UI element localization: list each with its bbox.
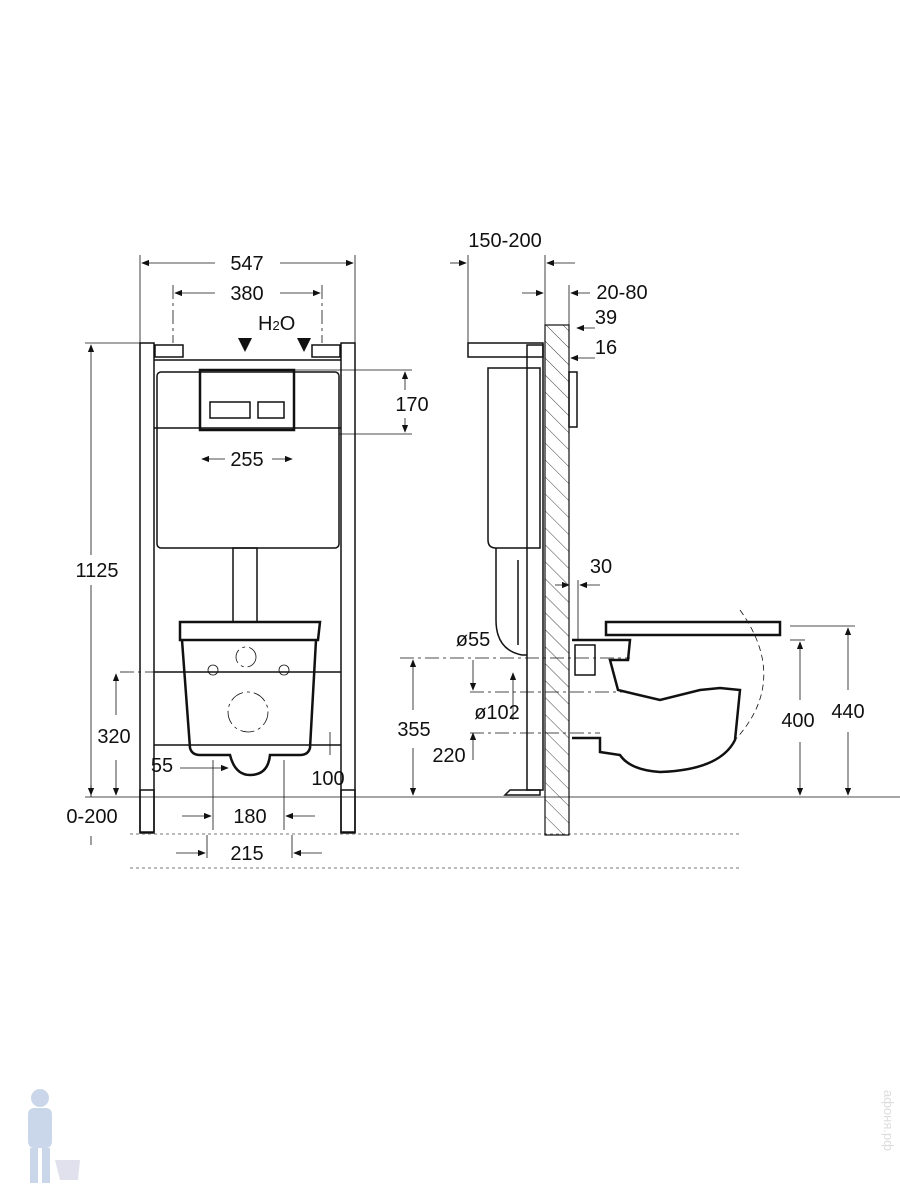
toilet-bowl [180, 639, 318, 777]
dim-rim-height: 400 [781, 710, 814, 732]
dim-inlet-height: 355 [397, 719, 430, 741]
dim-wall-gap: 30 [590, 556, 612, 578]
dim-bolt-offset: 100 [311, 768, 344, 790]
dim-floor-adjust: 0-200 [66, 806, 117, 828]
plumber-logo [28, 1089, 80, 1183]
dim-drain-offset: 55 [151, 755, 173, 777]
dim-bolt-spacing: 180 [233, 806, 266, 828]
dim-inlet-diameter: ø55 [456, 629, 490, 651]
dim-width-mounts: 380 [230, 283, 263, 305]
dim-frame-height: 1125 [75, 560, 118, 582]
dim-foot-spacing: 215 [230, 843, 263, 865]
dim-seat-height: 440 [831, 701, 864, 723]
dim-wall-thickness: 20-80 [596, 282, 647, 304]
flush-plate [198, 368, 296, 432]
dim-flush-plate-width: 255 [230, 449, 263, 471]
dim-drain-height: 320 [97, 726, 130, 748]
dim-frame-depth: 150-200 [468, 230, 541, 252]
toilet-seat [178, 620, 322, 642]
side-view: 150-200 20-80 39 16 30 ø55 355 ø102 220 … [397, 230, 865, 836]
dim-outlet-diameter: ø102 [474, 702, 520, 724]
cistern-side [487, 367, 541, 549]
front-view: 547 380 H2O 170 255 1125 320 55 100 0-20… [66, 253, 900, 869]
dim-flush-plate-height: 170 [395, 394, 428, 416]
toilet-bowl-side [572, 638, 742, 774]
dim-plate-depth: 39 [595, 307, 617, 329]
dim-outlet-height: 220 [432, 745, 465, 767]
frame-post-left [139, 342, 155, 834]
frame-post-right [340, 342, 356, 834]
water-label: H2O [258, 313, 295, 335]
dim-width-total: 547 [230, 253, 263, 275]
dim-plate-offset: 16 [595, 337, 617, 359]
toilet-seat-side [604, 620, 782, 637]
wall-section [544, 324, 570, 836]
watermark: афоня.рф [881, 1090, 896, 1151]
